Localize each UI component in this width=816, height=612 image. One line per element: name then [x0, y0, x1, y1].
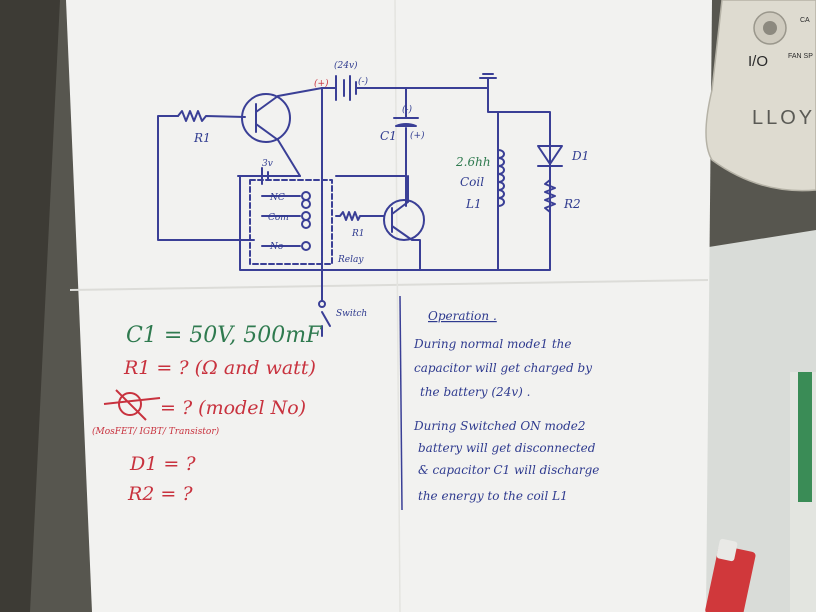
spec-r2: R2 = ? [127, 483, 193, 505]
paper-sheet [66, 0, 712, 612]
brand-label: LLOY [752, 107, 815, 129]
switch-contact [321, 291, 331, 337]
label-r1-top: R1 [193, 131, 211, 145]
label-r2: R2 [563, 197, 581, 211]
power-label: I/O [748, 53, 768, 70]
wire-right-column [497, 111, 551, 271]
lower-right-paper [690, 230, 816, 612]
label-cap-minus: (-) [402, 104, 413, 115]
corner-label: CA [800, 17, 810, 24]
resistor-r2 [544, 179, 556, 213]
capacitor-c1 [393, 87, 419, 177]
label-relay: Relay [337, 255, 364, 265]
crossed-transistor-symbol [103, 389, 161, 421]
remote-device: I/O FAN SP CA LLOY [705, 0, 816, 192]
label-d1: D1 [571, 149, 589, 163]
spec-r1: R1 = ? (Ω and watt) [123, 357, 316, 379]
spec-q-options: (MosFET/ IGBT/ Transistor) [92, 426, 220, 437]
spec-q: = ? (model No) [160, 397, 306, 419]
transistor-q2 [383, 199, 425, 241]
paper-fold-horizontal [69, 279, 709, 291]
label-coil-name: L1 [465, 197, 482, 211]
label-switch: Switch [336, 309, 367, 319]
ground-symbol [479, 73, 497, 89]
circuit-labels: R1 (24v) (+) (-) C1 (-) (+) 2.6hh Coil L… [193, 60, 589, 319]
spec-c1: C1 = 50V, 500mF [126, 323, 322, 348]
label-c1: C1 [380, 129, 397, 143]
label-nc: NC [269, 193, 285, 203]
operation-notes: Operation . During normal mode1 the capa… [413, 309, 599, 503]
resistor-r1-top [177, 110, 246, 122]
diode-d1 [537, 145, 563, 167]
circuit-diagram [157, 73, 563, 337]
operation-line-6: & capacitor C1 will discharge [418, 463, 599, 477]
transistor-q1 [241, 93, 291, 143]
wire-bottom [239, 251, 499, 271]
battery-3v [249, 167, 301, 185]
relay-contacts [261, 195, 301, 247]
label-com: Com [268, 213, 289, 223]
label-no: No [269, 242, 284, 252]
operation-line-5: battery will get disconnected [418, 441, 596, 455]
coil-l1 [497, 149, 505, 207]
wire-left-loop [157, 115, 237, 241]
label-3v: 3v [262, 159, 273, 169]
label-coil-word: Coil [460, 175, 484, 189]
label-r1-relay: R1 [351, 229, 365, 239]
wire-top-rail [321, 87, 499, 113]
battery-24v [335, 75, 357, 101]
operation-line-4: During Switched ON mode2 [413, 419, 586, 433]
paper-fold-vertical [394, 0, 401, 612]
spec-notes: C1 = 50V, 500mF R1 = ? (Ω and watt) = ? … [92, 323, 322, 505]
operation-line-3: the battery (24v) . [420, 385, 530, 399]
pen-red [705, 538, 756, 612]
pen-green [790, 372, 816, 612]
relay-box [249, 179, 333, 265]
operation-line-7: the energy to the coil L1 [418, 489, 568, 503]
label-battery-24v: (24v) [334, 60, 358, 71]
label-coil-value: 2.6hh [455, 155, 491, 169]
operation-line-1: During normal mode1 the [413, 337, 572, 351]
resistor-r1-relay [335, 211, 385, 221]
table-shadow-left [0, 0, 60, 612]
operation-line-2: capacitor will get charged by [414, 361, 592, 375]
label-plus: (+) [314, 78, 329, 89]
fan-label: FAN SP [788, 53, 813, 60]
label-minus: (-) [358, 76, 369, 87]
operation-heading: Operation . [428, 309, 497, 323]
operation-divider [399, 295, 403, 511]
label-cap-plus: (+) [410, 130, 425, 141]
spec-d1: D1 = ? [129, 453, 196, 475]
